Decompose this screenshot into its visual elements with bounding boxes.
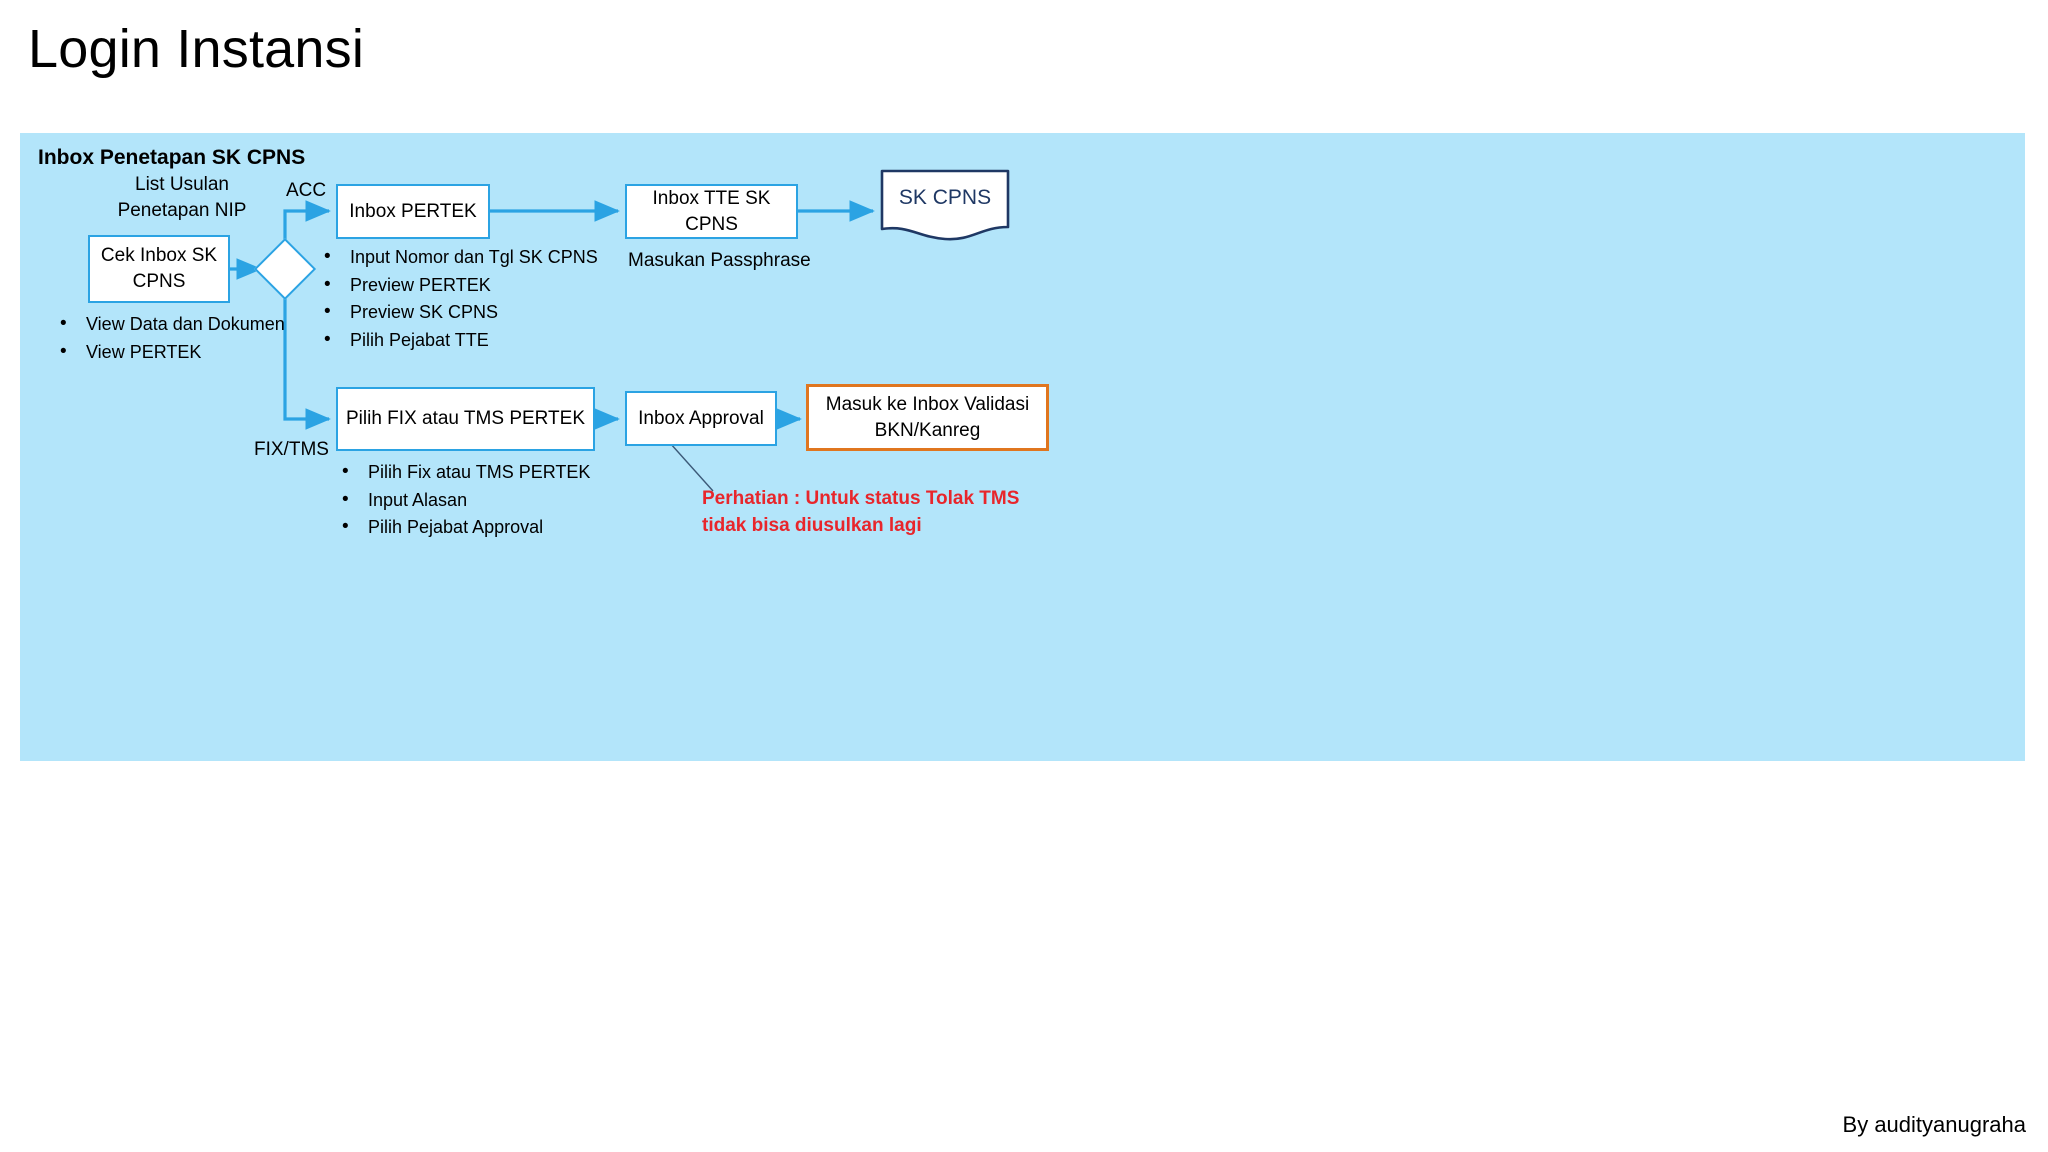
edge-decision-acc: [283, 200, 331, 244]
list-item: Pilih Pejabat TTE: [320, 328, 598, 352]
edge-label-fix-tms: FIX/TMS: [254, 439, 329, 460]
node-cek-inbox-sk-cpns[interactable]: Cek Inbox SK CPNS: [88, 235, 230, 303]
bullet-list-pertek-actions: Input Nomor dan Tgl SK CPNS Preview PERT…: [320, 245, 598, 356]
node-label: SK CPNS: [898, 186, 992, 209]
page-title: Login Instansi: [28, 19, 365, 79]
node-inbox-approval[interactable]: Inbox Approval: [625, 391, 777, 446]
list-item: Preview SK CPNS: [320, 300, 598, 324]
list-item: Pilih Pejabat Approval: [338, 515, 590, 539]
node-label: Masuk ke Inbox Validasi BKN/Kanreg: [825, 393, 1030, 441]
diagram-panel: Inbox Penetapan SK CPNS List Usulan Pene…: [20, 133, 2025, 761]
list-item: Input Nomor dan Tgl SK CPNS: [320, 245, 598, 269]
caption-masukan-passphrase: Masukan Passphrase: [628, 250, 811, 271]
node-pilih-fix-atau-tms-pertek[interactable]: Pilih FIX atau TMS PERTEK: [336, 387, 595, 451]
node-label: Inbox Approval: [638, 407, 764, 429]
node-sk-cpns-document[interactable]: SK CPNS: [880, 169, 1010, 241]
node-label: Pilih FIX atau TMS PERTEK: [346, 408, 585, 430]
edge-label-acc: ACC: [286, 180, 327, 201]
label-list-usulan: List Usulan Penetapan NIP: [117, 174, 247, 221]
node-inbox-pertek[interactable]: Inbox PERTEK: [336, 184, 490, 239]
list-item: Preview PERTEK: [320, 273, 598, 297]
node-inbox-tte-sk-cpns[interactable]: Inbox TTE SK CPNS: [625, 184, 798, 239]
list-item: View Data dan Dokumen: [56, 312, 285, 336]
node-label: Inbox PERTEK: [349, 200, 477, 222]
decision-diamond[interactable]: [253, 237, 317, 301]
footer-credit: By audityanugraha: [1842, 1112, 2026, 1137]
warning-note: Perhatian : Untuk status Tolak TMS tidak…: [702, 488, 1020, 536]
node-masuk-inbox-validasi[interactable]: Masuk ke Inbox Validasi BKN/Kanreg: [806, 384, 1049, 451]
document-icon: [880, 169, 1010, 241]
bullet-list-cek-inbox-actions: View Data dan Dokumen View PERTEK: [56, 312, 285, 368]
list-item: Input Alasan: [338, 488, 590, 512]
bullet-list-fix-tms-actions: Pilih Fix atau TMS PERTEK Input Alasan P…: [338, 460, 590, 544]
list-item: Pilih Fix atau TMS PERTEK: [338, 460, 590, 484]
panel-heading: Inbox Penetapan SK CPNS: [38, 146, 306, 169]
edge-approval-callout: [669, 442, 714, 492]
list-item: View PERTEK: [56, 340, 285, 364]
node-label: Cek Inbox SK CPNS: [100, 245, 218, 292]
node-label: Inbox TTE SK CPNS: [652, 187, 771, 235]
